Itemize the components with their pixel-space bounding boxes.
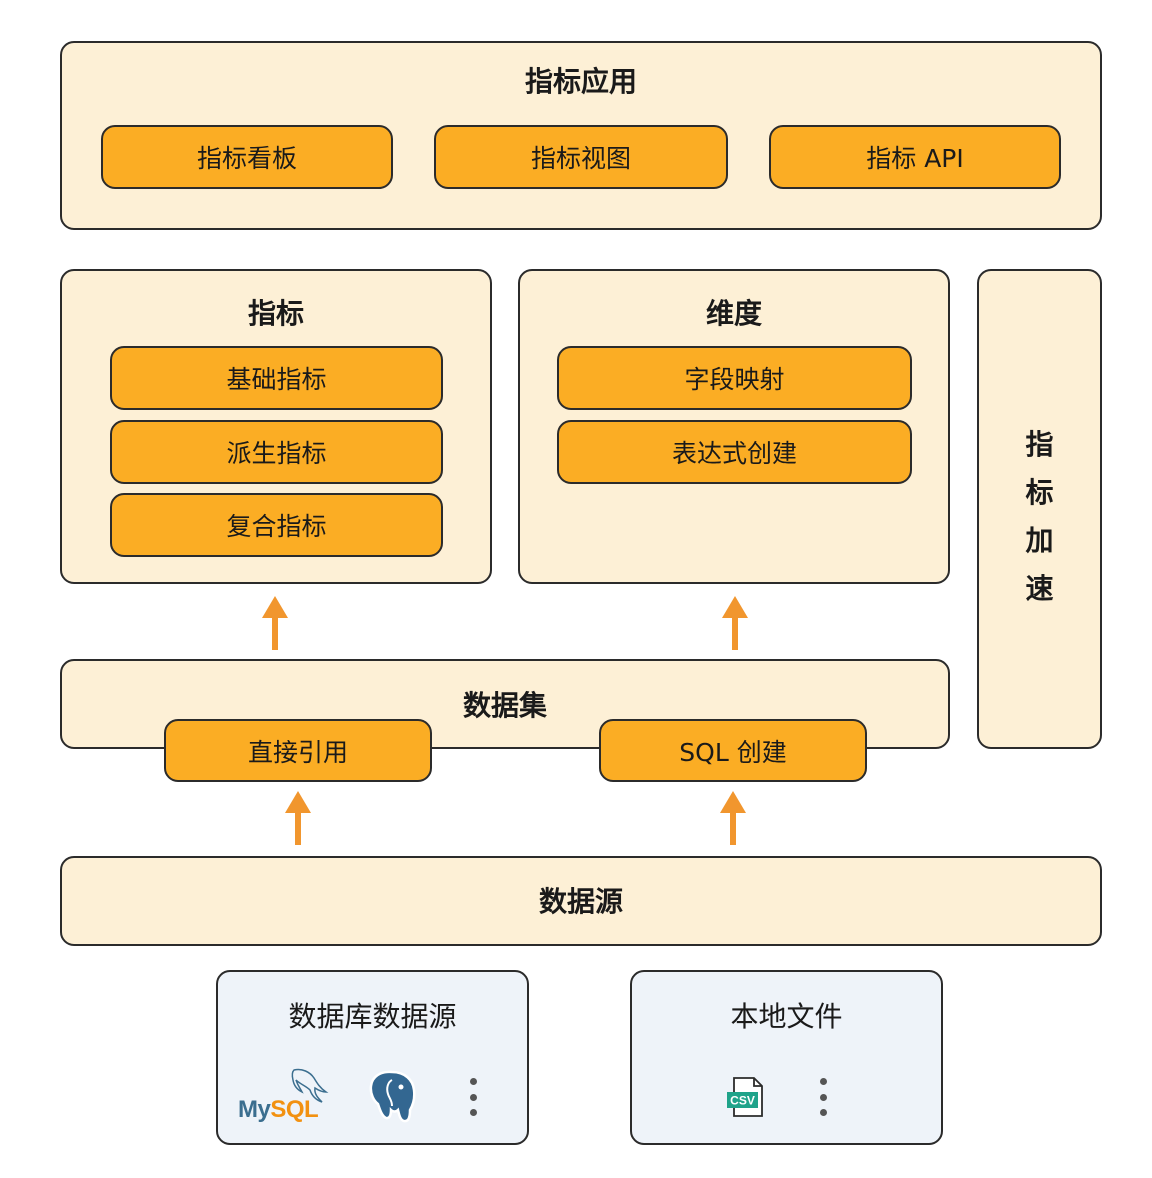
database-source-title: 数据库数据源: [288, 1000, 457, 1033]
mysql-logo: MySQL: [238, 1064, 338, 1128]
up-arrow-icon: [720, 791, 746, 845]
mysql-dolphin-icon: [291, 1068, 329, 1103]
local-file-title: 本地文件: [730, 1000, 843, 1033]
metric-dashboard-chip[interactable]: 指标看板: [101, 125, 393, 189]
datasource-title: 数据源: [538, 885, 623, 918]
csv-file-icon: CSV: [727, 1077, 763, 1117]
up-arrow-icon: [262, 596, 288, 650]
metrics-panel: 指标 基础指标 派生指标 复合指标: [60, 269, 492, 584]
metric-view-chip[interactable]: 指标视图: [434, 125, 728, 189]
metric-application-panel: 指标应用 指标看板 指标视图 指标 API: [60, 41, 1102, 230]
datasource-panel: 数据源: [60, 856, 1102, 946]
csv-label: CSV: [730, 1094, 755, 1108]
metric-acceleration-panel: 指 标 加 速: [977, 269, 1102, 749]
mysql-wordmark: MySQL: [238, 1096, 319, 1124]
database-source-panel: 数据库数据源 MySQL: [216, 970, 529, 1145]
metric-application-title: 指标应用: [524, 65, 637, 98]
metrics-title: 指标: [247, 297, 304, 330]
postgresql-elephant-icon: [369, 1070, 416, 1123]
up-arrow-icon: [285, 791, 311, 845]
dimensions-title: 维度: [705, 297, 762, 330]
derived-metric-chip[interactable]: 派生指标: [110, 420, 443, 484]
dimensions-panel: 维度 字段映射 表达式创建: [518, 269, 950, 584]
field-mapping-chip[interactable]: 字段映射: [557, 346, 912, 410]
dataset-title: 数据集: [462, 689, 547, 722]
local-file-panel: 本地文件 CSV: [630, 970, 943, 1145]
composite-metric-chip[interactable]: 复合指标: [110, 493, 443, 557]
more-dots-icon: [470, 1078, 478, 1116]
direct-reference-chip[interactable]: 直接引用: [164, 719, 432, 782]
mysql-wordmark-sql: SQL: [270, 1096, 319, 1123]
mysql-wordmark-my: My: [238, 1096, 271, 1123]
basic-metric-chip[interactable]: 基础指标: [110, 346, 443, 410]
up-arrow-icon: [722, 596, 748, 650]
metric-api-chip[interactable]: 指标 API: [769, 125, 1061, 189]
sql-create-chip[interactable]: SQL 创建: [599, 719, 867, 782]
more-dots-icon: [820, 1078, 828, 1116]
expression-create-chip[interactable]: 表达式创建: [557, 420, 912, 484]
metric-acceleration-title: 指 标 加 速: [1025, 428, 1054, 605]
